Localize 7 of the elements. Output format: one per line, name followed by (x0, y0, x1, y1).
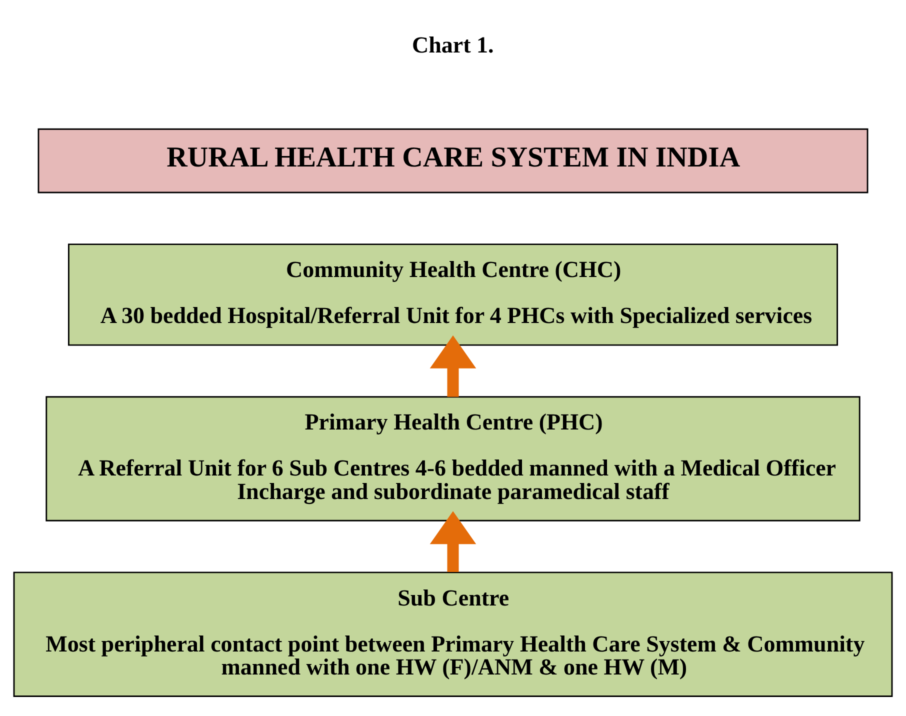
label: Chart 1. (412, 32, 494, 58)
arrow (430, 335, 476, 397)
node-box: Sub Centre Most peripheral contact point between Primary Health Care System & Community manned with one HW (F)/ANM & one HW (M) (13, 572, 893, 697)
arrow (430, 511, 476, 572)
node-box: RURAL HEALTH CARE SYSTEM IN INDIA (38, 128, 868, 194)
node-box: Community Health Centre (CHC) A 30 bedded Hospital/Referral Unit for 4 PHCs with Specialized services (68, 244, 838, 346)
node-box: Primary Health Centre (PHC) A Referral Unit for 6 Sub Centres 4-6 bedded manned with a Medical Officer Incharge and subordinate paramedical staff (46, 396, 860, 522)
